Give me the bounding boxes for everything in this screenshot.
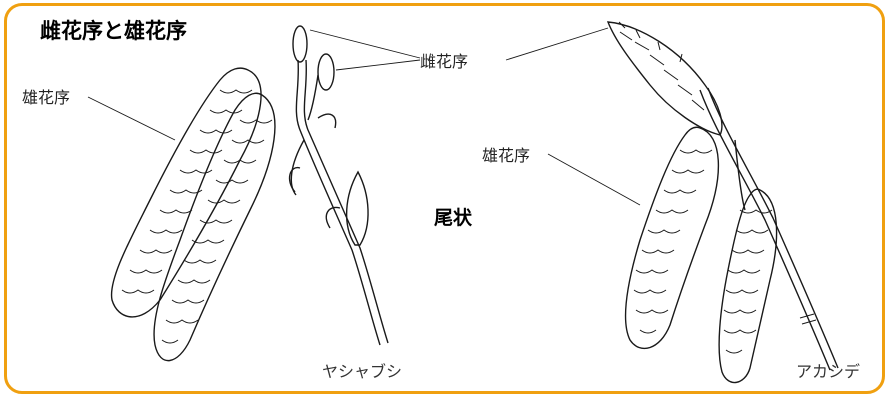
center-label: 尾状 [434,207,473,229]
leader-female-2 [335,59,421,71]
right-male-catkin-2 [718,188,778,384]
left-female-bud-1 [292,25,308,63]
right-catkin-scales [633,149,773,354]
leader-female-3 [505,27,609,61]
right-male-catkin-1 [624,126,720,350]
left-twig [295,59,381,346]
label-left-male-inflorescence: 雄花序 [22,88,71,107]
caption-left-plant: ヤシャブシ [322,362,403,381]
left-female-bud-2 [317,53,335,91]
right-female-inflorescence [606,21,723,136]
leader-female-1 [309,29,421,59]
left-twig-edge [303,59,389,344]
right-twig [699,89,831,371]
label-female-inflorescence: 雌花序 [420,52,469,71]
left-upper-branch [307,74,319,121]
right-twig-branch [734,139,746,211]
caption-right-plant: アカシデ [796,362,861,381]
leader-right-male [547,153,641,206]
left-male-catkin-2 [153,92,276,362]
left-leaf-bud [345,170,369,246]
left-catkin-scales [121,89,273,344]
diagram-title: 雌花序と雄花序 [40,19,187,43]
label-right-male-inflorescence: 雄花序 [482,146,531,165]
right-twig-edge [707,87,839,369]
leader-left-male [87,96,176,141]
